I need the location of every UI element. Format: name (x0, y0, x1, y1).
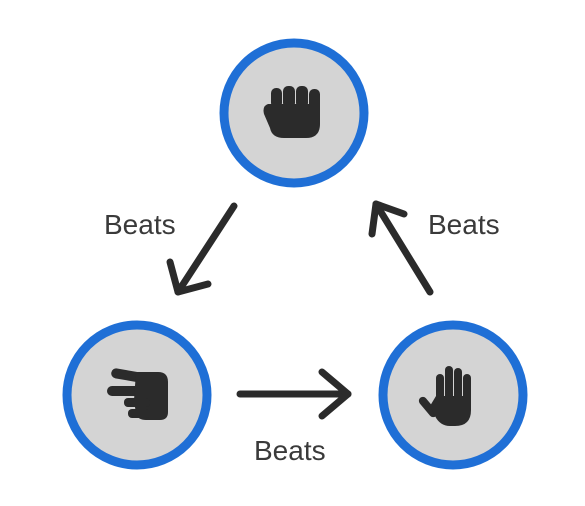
node-paper (378, 320, 528, 470)
scissors-hand-icon (107, 368, 168, 420)
node-scissors (62, 320, 212, 470)
edge-label-paper-rock: Beats (428, 209, 500, 240)
arrow-paper-to-rock (368, 200, 434, 296)
arrow-scissors-to-paper (236, 368, 352, 420)
edge-label-rock-scissors: Beats (104, 209, 176, 240)
edge-label-scissors-paper: Beats (254, 435, 326, 466)
node-rock (219, 38, 369, 188)
rock-fist-icon (263, 86, 320, 138)
paper-hand-icon (418, 366, 471, 426)
arrow-rock-to-scissors (166, 202, 238, 296)
